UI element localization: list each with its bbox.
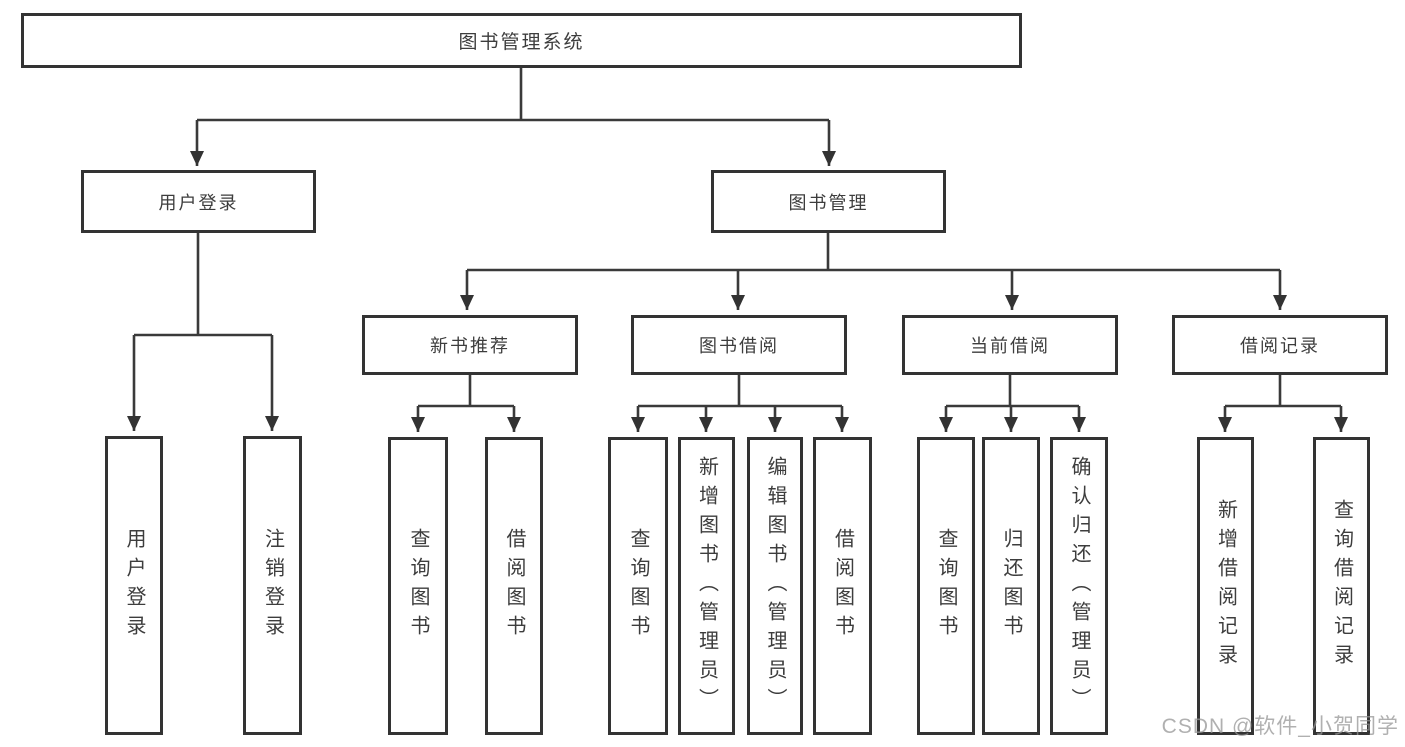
leaf-user-login: 用户登录 [105, 436, 163, 735]
leaf-label: 编辑图书（管理员） [764, 455, 786, 717]
node-library-management-system: 图书管理系统 [21, 13, 1022, 68]
leaf-query-books-1: 查询图书 [388, 437, 448, 735]
csdn-watermark: CSDN @软件_小贺同学 [1161, 715, 1399, 738]
node-book-borrowing: 图书借阅 [631, 315, 847, 375]
node-user-login: 用户登录 [81, 170, 316, 233]
leaf-confirm-return-admin: 确认归还（管理员） [1050, 437, 1108, 735]
node-label: 新书推荐 [430, 336, 510, 356]
node-label: 用户登录 [158, 192, 239, 213]
leaf-label: 借阅图书 [831, 528, 854, 644]
leaf-label: 新增借阅记录 [1214, 499, 1237, 673]
leaf-borrow-books-2: 借阅图书 [813, 437, 872, 735]
node-label: 图书借阅 [699, 336, 779, 356]
leaf-query-books-2: 查询图书 [608, 437, 668, 735]
leaf-label: 查询图书 [407, 528, 429, 644]
leaf-add-book-admin: 新增图书（管理员） [678, 437, 735, 735]
node-book-management: 图书管理 [711, 170, 946, 233]
leaf-add-borrow-record: 新增借阅记录 [1197, 437, 1254, 735]
leaf-label: 新增图书（管理员） [695, 455, 718, 717]
leaf-label: 查询图书 [935, 528, 957, 644]
leaf-label: 借阅图书 [503, 528, 525, 644]
node-current-borrowing: 当前借阅 [902, 315, 1118, 375]
node-borrowing-records: 借阅记录 [1172, 315, 1388, 375]
leaf-logout: 注销登录 [243, 436, 302, 735]
leaf-query-books-3: 查询图书 [917, 437, 975, 735]
leaf-return-books: 归还图书 [982, 437, 1040, 735]
leaf-label: 确认归还（管理员） [1068, 455, 1090, 717]
node-label: 图书管理 [788, 192, 869, 213]
leaf-label: 用户登录 [123, 527, 145, 644]
leaf-label: 归还图书 [1000, 528, 1022, 644]
leaf-query-borrow-record: 查询借阅记录 [1313, 437, 1370, 735]
node-new-book-recommendation: 新书推荐 [362, 315, 578, 375]
node-label: 图书管理系统 [458, 32, 585, 53]
leaf-label: 查询图书 [627, 528, 649, 644]
leaf-label: 查询借阅记录 [1330, 499, 1353, 673]
leaf-label: 注销登录 [261, 527, 284, 644]
leaf-edit-book-admin: 编辑图书（管理员） [747, 437, 803, 735]
node-label: 当前借阅 [970, 336, 1050, 356]
node-label: 借阅记录 [1240, 336, 1320, 356]
leaf-borrow-books-1: 借阅图书 [485, 437, 543, 735]
